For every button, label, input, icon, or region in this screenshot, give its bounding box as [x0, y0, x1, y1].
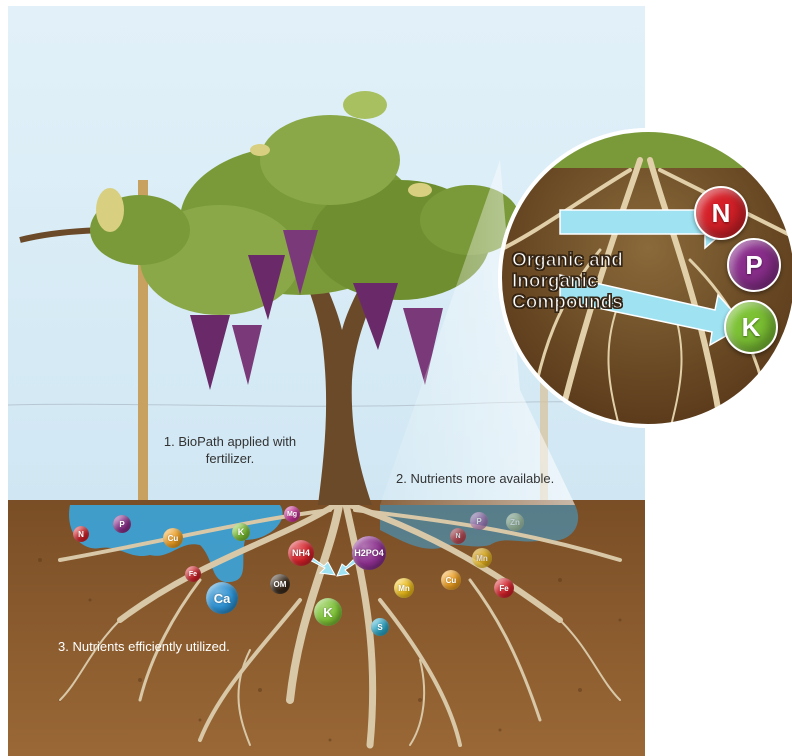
nutrient-symbol: N: [78, 530, 84, 539]
nutrient-ball: Ca: [206, 582, 238, 614]
nutrient-symbol: Cu: [168, 534, 179, 543]
npk-ball-n: N: [694, 186, 748, 240]
step2-label: 2. Nutrients more available.: [396, 470, 596, 487]
nutrient-ball: Cu: [163, 528, 183, 548]
nutrient-ball: Fe: [494, 578, 514, 598]
nutrient-ball: P: [113, 515, 131, 533]
nutrient-ball: K: [314, 598, 342, 626]
nutrient-symbol: Zn: [510, 518, 520, 527]
inset-caption-line: Organic and: [512, 250, 692, 271]
step1-label: 1. BioPath applied with fertilizer.: [150, 433, 310, 467]
nutrient-ball: NH4: [288, 540, 314, 566]
inset-caption: Organic and Inorganic Compounds: [512, 250, 692, 313]
npk-symbol: K: [742, 312, 761, 343]
nutrient-ball: Cu: [441, 570, 461, 590]
nutrient-ball: K: [232, 523, 250, 541]
nutrient-symbol: K: [323, 605, 332, 620]
nutrient-symbol: Mg: [287, 511, 297, 518]
nutrient-ball: Mn: [394, 578, 414, 598]
nutrient-ball: N: [450, 528, 466, 544]
nutrient-symbol: Fe: [189, 571, 197, 578]
nutrient-ball: Mn: [472, 548, 492, 568]
nutrient-symbol: N: [455, 533, 460, 540]
nutrient-ball: Fe: [185, 566, 201, 582]
npk-ball-p: P: [727, 238, 781, 292]
nutrient-symbol: OM: [274, 580, 287, 589]
nutrient-symbol: K: [238, 527, 245, 537]
npk-ball-k: K: [724, 300, 778, 354]
nutrient-ball: N: [73, 526, 89, 542]
nutrient-symbol: P: [119, 520, 124, 529]
nutrient-symbol: Mn: [398, 584, 410, 593]
npk-symbol: N: [712, 198, 731, 229]
nutrient-ball: H2PO4: [352, 536, 386, 570]
step3-label: 3. Nutrients efficiently utilized.: [58, 638, 298, 655]
nutrient-symbol: NH4: [292, 548, 310, 558]
nutrient-symbol: S: [377, 623, 382, 632]
nutrient-ball: P: [470, 512, 488, 530]
npk-symbol: P: [745, 250, 762, 281]
nutrient-symbol: Fe: [499, 584, 508, 593]
nutrient-ball: S: [371, 618, 389, 636]
nutrient-ball: Zn: [506, 513, 524, 531]
nutrient-symbol: Ca: [214, 591, 231, 606]
nutrient-ball: OM: [270, 574, 290, 594]
nutrient-symbol: P: [476, 517, 481, 526]
inset-caption-line: Compounds: [512, 292, 692, 313]
nutrient-symbol: Cu: [446, 576, 457, 585]
inset-caption-line: Inorganic: [512, 271, 692, 292]
nutrient-ball: Mg: [284, 506, 300, 522]
nutrient-symbol: H2PO4: [354, 548, 384, 558]
nutrient-symbol: Mn: [476, 554, 488, 563]
